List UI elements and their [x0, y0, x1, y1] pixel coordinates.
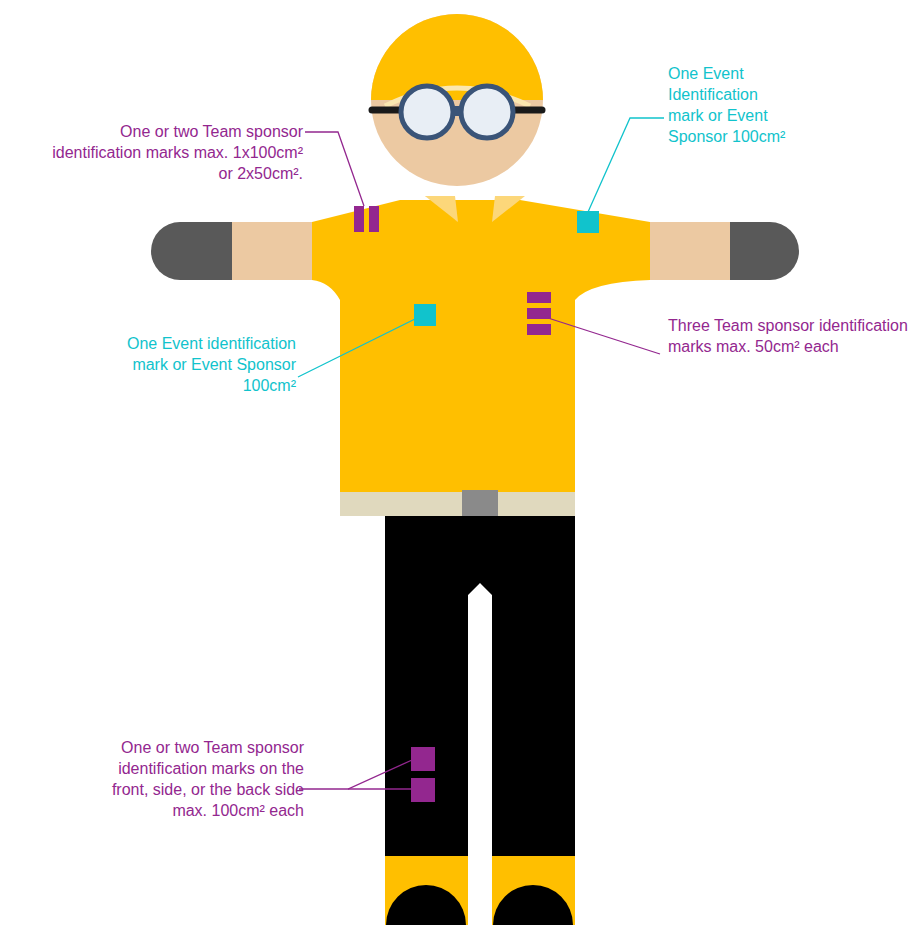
- right-forearm: [648, 222, 730, 280]
- glasses-lens: [401, 86, 453, 138]
- team-mark: [411, 778, 435, 802]
- belt: [340, 492, 575, 516]
- team-mark: [527, 308, 551, 319]
- callout-text: One Event identification mark or Event S…: [118, 333, 296, 396]
- leader-line: [298, 318, 417, 377]
- face: [371, 14, 543, 186]
- team-mark: [527, 292, 551, 303]
- collar-left: [425, 196, 457, 222]
- team-mark: [527, 324, 551, 335]
- team-mark: [369, 206, 379, 232]
- left-sole: [386, 885, 466, 925]
- glasses-lens: [461, 86, 513, 138]
- leader-line: [548, 318, 660, 354]
- collar-left: [425, 196, 458, 222]
- shirt: [312, 200, 650, 492]
- callout-text: One Event Identification mark or Event S…: [668, 63, 793, 147]
- callout-text: One or two Team sponsor identification m…: [45, 121, 303, 184]
- right-sole: [493, 885, 573, 925]
- trousers: [385, 516, 575, 858]
- glasses-temple: [372, 107, 400, 114]
- leader-line: [305, 132, 364, 206]
- right-glove: [728, 222, 799, 280]
- event-mark: [577, 211, 599, 233]
- glasses-bridge: [451, 106, 463, 116]
- left-forearm: [232, 222, 314, 280]
- glasses-temple: [514, 107, 542, 114]
- team-mark: [354, 206, 364, 232]
- team-mark: [411, 747, 435, 771]
- belt-buckle: [462, 490, 498, 518]
- event-mark: [414, 304, 436, 326]
- callout-text: One or two Team sponsor identification m…: [88, 737, 304, 821]
- callout-text: Three Team sponsor identification marks …: [668, 315, 908, 357]
- leader-line: [299, 760, 412, 789]
- left-glove: [151, 222, 232, 280]
- leader-line: [588, 118, 664, 212]
- leader-line: [348, 788, 411, 789]
- collar-right: [492, 196, 525, 222]
